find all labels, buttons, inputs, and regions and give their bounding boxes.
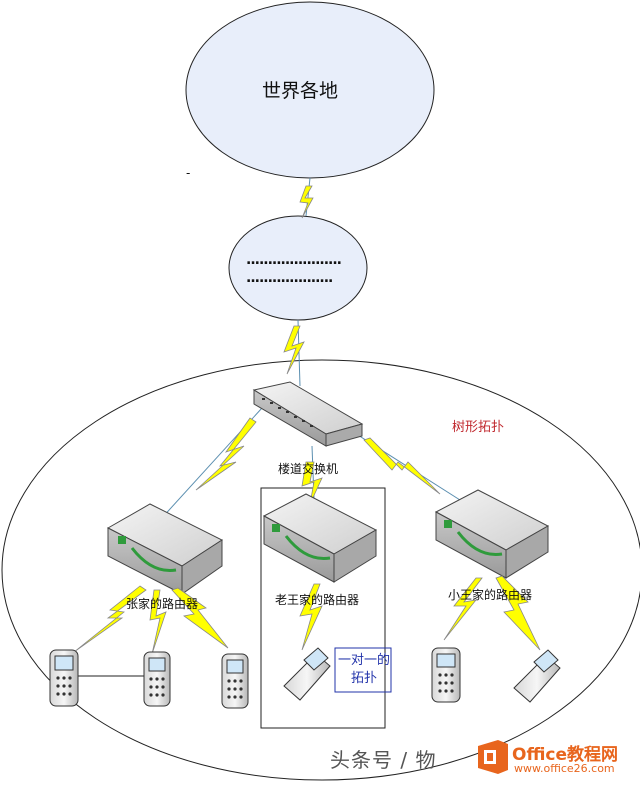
router-middle-label: 老王家的路由器 [275, 593, 360, 607]
lightning-isp-switch [283, 325, 305, 375]
lightning-switch-middle [301, 461, 323, 505]
router-left-label: 张家的路由器 [126, 597, 199, 611]
dash-mark: - [186, 166, 191, 180]
router-right [434, 489, 550, 579]
lightning-world-isp [299, 185, 314, 219]
office-logo-icon [478, 740, 508, 774]
tree-topology-label: 树形拓扑 [452, 420, 505, 435]
watermark-brand: Office教程网 [512, 745, 619, 765]
world-label: 世界各地 [262, 80, 339, 102]
one-to-one-label-frame [334, 647, 392, 693]
watermark-text: 头条号 / 物 [330, 748, 437, 772]
lightning-switch-left [195, 417, 257, 491]
lightning-left-phone1 [73, 585, 147, 653]
lightning-right-phone1 [443, 577, 483, 641]
phone-left-2 [143, 651, 171, 707]
one-to-one-label: 一对一的拓扑 [338, 653, 391, 686]
lightning-left-phone3 [171, 587, 229, 649]
lightning-middle-phone [299, 583, 323, 651]
building-switch [252, 381, 364, 447]
watermark-url: www.office26.com [514, 762, 615, 775]
flip-phone-middle [283, 647, 331, 701]
lightning-left-phone2 [149, 589, 167, 655]
phone-wireless-links [73, 575, 541, 655]
wireless-links [195, 185, 441, 505]
phone-right-1 [431, 647, 461, 703]
one-to-one-frame [260, 487, 386, 729]
tree-topology-ellipse [1, 359, 640, 781]
router-left [106, 503, 224, 595]
lightning-right-phone2 [495, 575, 541, 651]
isp-cloud [228, 215, 368, 321]
phone-left-1 [49, 649, 79, 707]
phone-left-3 [221, 653, 249, 709]
router-right-label: 小王家的路由器 [448, 588, 533, 602]
isp-dots-line-2: .................... [246, 270, 333, 286]
lightning-switch-right [363, 437, 441, 495]
flip-phone-right [513, 649, 561, 703]
switch-label: 楼道交换机 [278, 462, 339, 476]
isp-dots-line-1: ...................... [246, 252, 342, 268]
router-middle [262, 493, 378, 583]
